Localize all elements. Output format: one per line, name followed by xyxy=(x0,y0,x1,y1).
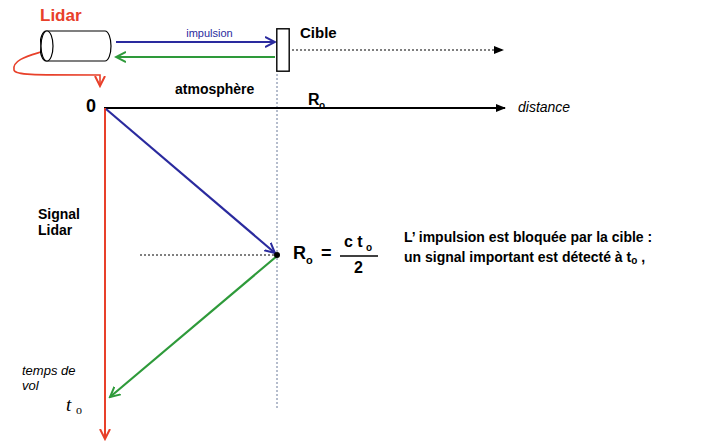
beam-arrow xyxy=(116,56,275,58)
time-dotted-line xyxy=(140,255,275,256)
formula-symbol: R xyxy=(293,243,306,264)
target-name: Cible xyxy=(300,24,337,41)
beam-arrow xyxy=(116,41,275,43)
outgoing-trajectory xyxy=(106,109,275,253)
reflection-point xyxy=(274,252,280,258)
target-dotted-line xyxy=(277,74,278,410)
formula-symbol: c t xyxy=(344,233,363,251)
beam-dotted-line xyxy=(292,49,503,50)
subscript: o xyxy=(306,254,313,267)
origin-label: 0 xyxy=(86,96,96,117)
subscript: o xyxy=(366,242,372,254)
target-box: Cible xyxy=(276,28,290,72)
time-symbol: t xyxy=(66,394,71,416)
subscript: o xyxy=(631,255,637,267)
cylinder-outline xyxy=(40,30,112,62)
note-text: un signal important est détecté à t xyxy=(404,249,631,265)
axis-label: temps de vol xyxy=(22,364,82,394)
edge-label: impulsion xyxy=(186,27,232,40)
formula-symbol: = xyxy=(321,243,332,264)
axis-label: Signal Lidar xyxy=(38,206,96,238)
time-axis xyxy=(104,108,106,439)
distance-axis xyxy=(104,107,505,109)
axis-label: distance xyxy=(518,99,570,115)
distance-symbol: R xyxy=(308,91,320,109)
formula-symbol: 2 xyxy=(354,259,363,277)
lidar-device: Lidar xyxy=(40,30,112,62)
note-text: , xyxy=(641,249,645,265)
return-trajectory xyxy=(110,256,277,397)
fraction-bar xyxy=(340,255,378,257)
subscript: o xyxy=(76,404,82,418)
rect-outline xyxy=(276,28,290,72)
medium-label: atmosphère xyxy=(175,81,254,97)
note-text: L’ impulsion est bloquée par la cible : xyxy=(404,229,652,245)
device-name: Lidar xyxy=(40,6,82,26)
subscript: o xyxy=(319,100,325,112)
